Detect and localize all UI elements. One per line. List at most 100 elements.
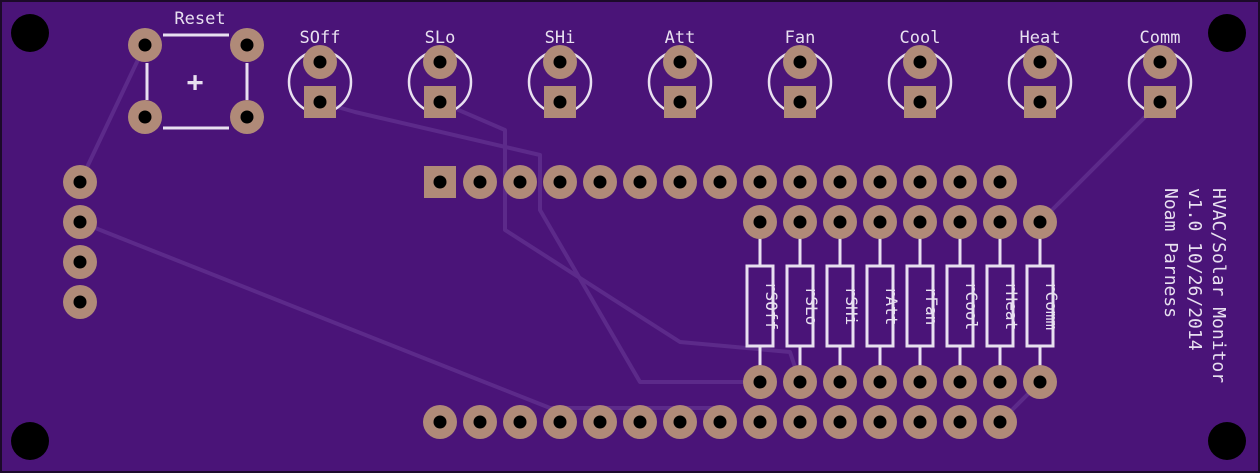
drill-hole [913, 375, 927, 389]
drill-hole [553, 95, 567, 109]
drill-hole [993, 215, 1007, 229]
drill-hole [313, 95, 327, 109]
drill-hole [240, 110, 254, 124]
drill-hole [633, 415, 647, 429]
drill-hole [433, 415, 447, 429]
drill-hole [953, 415, 967, 429]
led-label: Att [665, 28, 696, 48]
drill-hole [1033, 375, 1047, 389]
drill-hole [553, 55, 567, 69]
led-label: Heat [1020, 28, 1061, 48]
led-label: SOff [300, 28, 341, 48]
drill-hole [553, 415, 567, 429]
resistor-body [785, 264, 815, 348]
mounting-hole [11, 422, 49, 460]
drill-hole [713, 415, 727, 429]
drill-hole [513, 415, 527, 429]
pads-layer [11, 14, 1246, 460]
drill-hole [993, 375, 1007, 389]
drill-hole [1033, 95, 1047, 109]
silk-version-line: v1.0 10/26/2014 [1184, 188, 1205, 351]
drill-hole [1153, 55, 1167, 69]
drill-hole [793, 55, 807, 69]
resistor-label: rSHi [842, 287, 861, 326]
drill-hole [873, 415, 887, 429]
reset-label: Reset [174, 9, 225, 29]
drill-hole [833, 415, 847, 429]
resistor-body [945, 264, 975, 348]
resistor-label: rComm [1042, 282, 1061, 330]
mounting-hole [1208, 422, 1246, 460]
resistor-body [1025, 264, 1055, 348]
resistor-label: rCool [962, 282, 981, 330]
trace-soff-led-route [319, 100, 760, 384]
resistor-label: rHeat [1002, 282, 1021, 330]
drill-hole [138, 110, 152, 124]
resistor-body [745, 264, 775, 348]
drill-hole [793, 415, 807, 429]
drill-hole [873, 175, 887, 189]
led-label: Comm [1140, 28, 1181, 48]
drill-hole [433, 175, 447, 189]
drill-hole [1033, 55, 1047, 69]
drill-hole [753, 415, 767, 429]
drill-hole [138, 38, 152, 52]
led-label: Cool [900, 28, 941, 48]
drill-hole [553, 175, 567, 189]
drill-hole [433, 55, 447, 69]
resistor-label: rFan [922, 287, 941, 326]
drill-hole [793, 95, 807, 109]
resistor-body [905, 264, 935, 348]
drill-hole [593, 175, 607, 189]
mounting-hole [1208, 14, 1246, 52]
led-label: SLo [425, 28, 456, 48]
silk-author-line: Noam Parness [1160, 188, 1181, 318]
drill-hole [793, 375, 807, 389]
drill-hole [73, 295, 87, 309]
drill-hole [953, 215, 967, 229]
drill-hole [953, 175, 967, 189]
drill-hole [753, 215, 767, 229]
drill-hole [913, 175, 927, 189]
resistor-body [865, 264, 895, 348]
drill-hole [793, 215, 807, 229]
drill-hole [73, 215, 87, 229]
labels-layer: Reset + HVAC/Solar Monitor v1.0 10/26/20… [174, 9, 1229, 383]
drill-hole [833, 375, 847, 389]
drill-hole [993, 175, 1007, 189]
drill-hole [473, 415, 487, 429]
drill-hole [753, 175, 767, 189]
drill-hole [473, 175, 487, 189]
silk-title-line: HVAC/Solar Monitor [1208, 188, 1229, 383]
drill-hole [913, 415, 927, 429]
drill-hole [313, 55, 327, 69]
drill-hole [833, 175, 847, 189]
drill-hole [673, 55, 687, 69]
trace-reset-to-header [78, 44, 147, 183]
resistor-label: rSLo [802, 287, 821, 326]
drill-hole [1033, 215, 1047, 229]
drill-hole [513, 175, 527, 189]
drill-hole [873, 215, 887, 229]
resistor-label: rSOff [762, 282, 781, 330]
drill-hole [913, 215, 927, 229]
resistor-body [985, 264, 1015, 348]
reset-plus-symbol: + [187, 65, 204, 98]
drill-hole [1153, 95, 1167, 109]
drill-hole [673, 175, 687, 189]
drill-hole [753, 375, 767, 389]
drill-hole [73, 175, 87, 189]
led-label: Fan [785, 28, 816, 48]
resistor-body [825, 264, 855, 348]
drill-hole [673, 415, 687, 429]
drill-hole [240, 38, 254, 52]
drill-hole [673, 95, 687, 109]
drill-hole [593, 415, 607, 429]
trace-slo-led-route [439, 100, 802, 383]
trace-comm-led-route [1038, 100, 1162, 224]
drill-hole [833, 215, 847, 229]
drill-hole [913, 95, 927, 109]
drill-hole [993, 415, 1007, 429]
drill-hole [73, 255, 87, 269]
